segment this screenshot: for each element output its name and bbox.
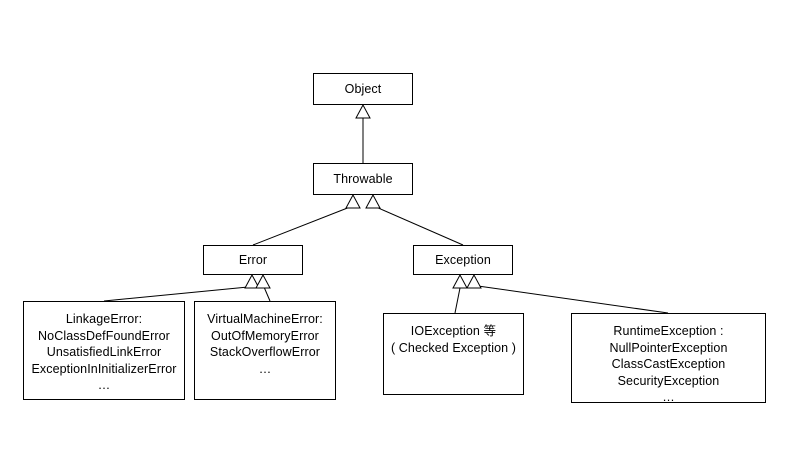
class-box-linkage-error-group[interactable]: LinkageError: NoClassDefFoundError Unsat…: [23, 301, 185, 400]
class-box-error-label: Error: [238, 252, 268, 267]
inheritance-edge-error-linkage: [103, 273, 260, 302]
inheritance-edge-throwable-exception: [365, 193, 464, 246]
inheritance-edge-exception-ioexception: [452, 273, 468, 314]
class-box-io-exception-group-label: IOException 等 ( Checked Exception ): [390, 324, 517, 355]
generalization-arrowhead: [255, 273, 271, 289]
class-box-throwable-label: Throwable: [333, 171, 393, 186]
inheritance-edge-exception-runtimeexception: [466, 273, 669, 314]
inheritance-edge-object-throwable: [355, 103, 371, 163]
inheritance-edge-error-virtualmachine: [255, 273, 271, 302]
class-box-object[interactable]: Object: [313, 73, 413, 105]
class-box-object-label: Object: [344, 81, 382, 96]
generalization-arrowhead: [452, 273, 468, 289]
class-box-virtual-machine-error-group-label: VirtualMachineError: OutOfMemoryError St…: [207, 312, 323, 376]
generalization-arrowhead: [244, 273, 260, 289]
class-box-exception-label: Exception: [435, 252, 491, 267]
class-box-runtime-exception-group[interactable]: RuntimeException : NullPointerException …: [571, 313, 766, 404]
inheritance-edge-throwable-error: [252, 193, 361, 246]
class-box-io-exception-group[interactable]: IOException 等 ( Checked Exception ): [383, 313, 524, 395]
class-box-linkage-error-group-label: LinkageError: NoClassDefFoundError Unsat…: [31, 312, 177, 392]
generalization-arrowhead: [355, 103, 371, 119]
generalization-arrowhead: [345, 193, 361, 209]
class-box-error[interactable]: Error: [203, 245, 303, 275]
generalization-arrowhead: [466, 273, 482, 289]
class-box-throwable[interactable]: Throwable: [313, 163, 413, 195]
class-box-runtime-exception-group-label: RuntimeException : NullPointerException …: [609, 324, 728, 404]
generalization-arrowhead: [365, 193, 381, 209]
class-box-virtual-machine-error-group[interactable]: VirtualMachineError: OutOfMemoryError St…: [194, 301, 336, 400]
class-box-exception[interactable]: Exception: [413, 245, 513, 275]
